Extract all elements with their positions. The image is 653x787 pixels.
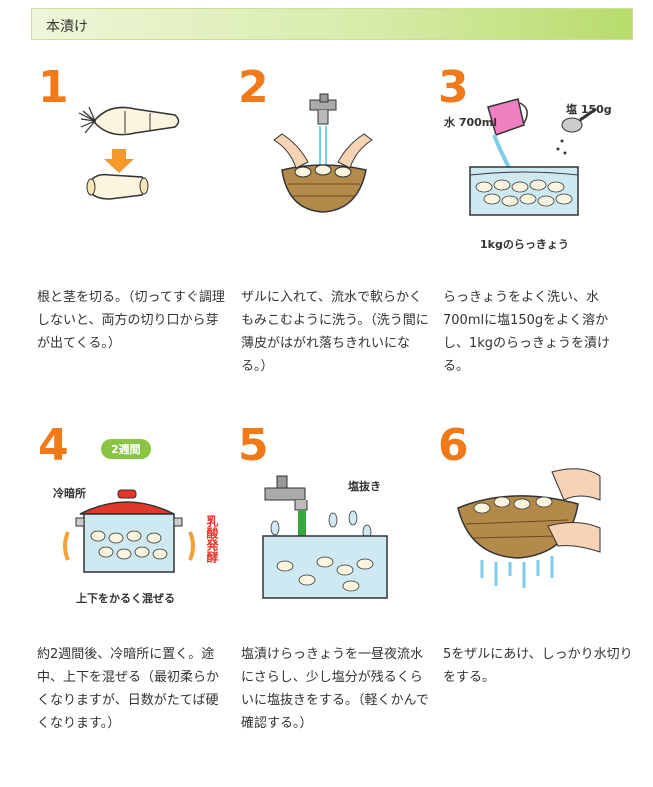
step-4-two-weeks-badge: 2週間 [101, 439, 151, 459]
step-3-salt-label: 塩 150g [566, 103, 612, 116]
step-3-water-label: 水 700ml [444, 116, 498, 129]
step-5-number: 5 [238, 420, 269, 471]
step-4-number: 4 [38, 420, 69, 471]
step-4-place-label: 冷暗所 [53, 487, 86, 500]
step-4-mix-label: 上下をかるく混ぜる [76, 592, 175, 605]
section-title: 本漬け [46, 19, 88, 35]
section-header: 本漬け [31, 8, 633, 40]
step-1-description: 根と茎を切る。（切ってすぐ調理しないと、両方の切り口から芽が出てくる。） [37, 290, 225, 351]
step-5-desalt-label: 塩抜き [348, 480, 381, 493]
step-3-rakkyo-label: 1kgのらっきょう [480, 238, 569, 251]
step-5-illustration [262, 475, 388, 599]
step-2-illustration [273, 93, 373, 213]
step-2-number: 2 [238, 62, 269, 113]
step-1-number: 1 [38, 62, 69, 113]
step-3-description: らっきょうをよく洗い、水700mlに塩150gをよく溶かし、1kgのらっきょうを… [443, 290, 611, 374]
step-6-description: 5をザルにあけ、しっかり水切りをする。 [443, 647, 633, 685]
step-1-illustration [78, 106, 180, 200]
step-3-illustration [469, 98, 597, 216]
step-6-number: 6 [438, 420, 469, 471]
step-5-description: 塩漬けらっきょうを一昼夜流水にさらし、少し塩分が残るくらいに塩抜きをする。（軽く… [241, 647, 429, 731]
step-6-illustration [457, 468, 601, 588]
step-4-description: 約2週間後、冷暗所に置く。途中、上下を混ぜる（最初柔らかくなりますが、日数がたて… [37, 647, 220, 731]
step-4-ferment-label: 乳酸発酵 [205, 515, 219, 563]
step-2-description: ザルに入れて、流水で軟らかくもみこむように洗う。（洗う間に薄皮がはがれ落ちきれい… [241, 290, 429, 374]
step-4-illustration [63, 489, 195, 573]
step-3-number: 3 [438, 62, 469, 113]
